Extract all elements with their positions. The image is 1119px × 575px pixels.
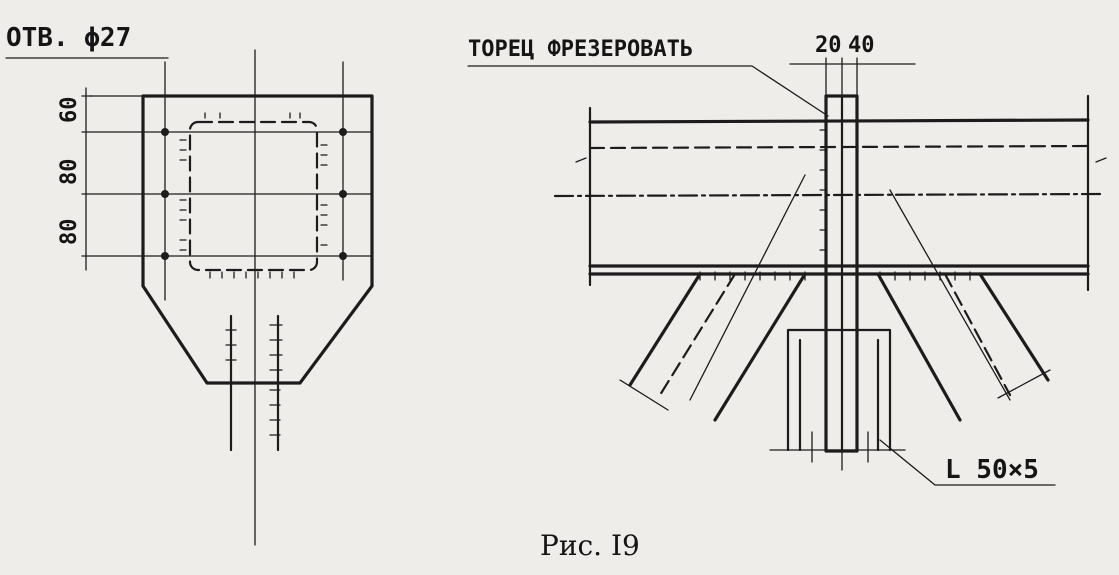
top-dimension-20: 20 (815, 33, 842, 58)
gusset-plate-outline (141, 94, 374, 385)
dimension-60: 60 (57, 97, 82, 124)
dimension-80-upper: 80 (57, 159, 82, 186)
angle-label: L 50×5 (945, 455, 1039, 485)
upper-chord (553, 94, 1107, 292)
milling-note-leader (467, 65, 829, 117)
hole-label: ОТВ. ϕ27 (6, 23, 131, 53)
welded-member-outline (188, 120, 319, 272)
top-dimension-40: 40 (848, 33, 875, 58)
lower-stem (225, 314, 283, 452)
bolt-gauge-lines (164, 61, 344, 301)
left-diagonal (619, 174, 807, 422)
top-dimension-lines (789, 57, 916, 97)
right-diagonal (876, 189, 1051, 422)
dimension-extensions (81, 87, 373, 271)
lower-stem-box (769, 328, 906, 463)
milling-note: ТОРЕЦ ФРЕЗЕРОВАТЬ (468, 37, 693, 62)
angle-leader (879, 439, 1056, 486)
weld-marks-member (179, 112, 328, 279)
right-view: ТОРЕЦ ФРЕЗЕРОВАТЬ 20 40 (467, 33, 1107, 486)
dimension-80-lower: 80 (57, 219, 82, 246)
figure-caption: Рис. I9 (540, 529, 640, 562)
left-view: ОТВ. ϕ27 60 80 80 (5, 23, 374, 546)
